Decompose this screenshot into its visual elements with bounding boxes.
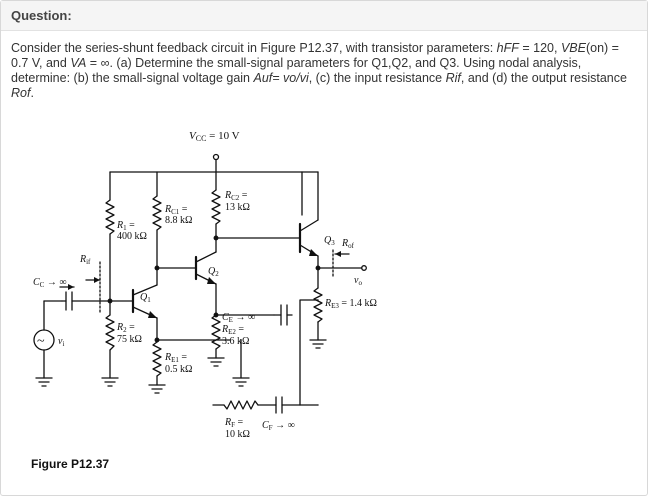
question-text-part: , (c) the input resistance — [308, 71, 446, 85]
vbe-symbol: VBE — [560, 41, 586, 55]
auf-symbol: Auf= vo/vi — [253, 71, 309, 85]
r1-resistor — [105, 199, 115, 235]
rof-label: Rof — [341, 238, 355, 250]
re2-resistor — [211, 314, 221, 350]
re1-label: RE1 = — [164, 352, 187, 364]
question-header-title: Question: — [11, 8, 72, 23]
re1-resistor — [152, 341, 162, 377]
cf-label: CF → ∞ — [262, 420, 295, 432]
rf-label: RF = — [224, 417, 244, 429]
ce-label: CE → ∞ — [222, 312, 255, 324]
question-text-part: = 120, — [518, 41, 561, 55]
q2-label: Q2 — [208, 266, 219, 278]
vo-terminal — [361, 265, 367, 271]
re1-value: 0.5 kΩ — [165, 364, 192, 375]
re3-resistor — [313, 287, 323, 323]
rif-label: Rif — [79, 254, 91, 266]
question-text-part: . — [30, 86, 34, 100]
question-text-part: (on) = 0.7 V, and — [11, 41, 619, 70]
r2-resistor — [105, 314, 115, 351]
figure-caption: Figure P12.37 — [31, 457, 110, 471]
rc1-value: 8.8 kΩ — [165, 215, 192, 226]
rc2-value: 13 kΩ — [225, 202, 250, 213]
rc2-label: RC2 = — [224, 190, 248, 202]
re3-label: RE3 = 1.4 kΩ — [324, 298, 377, 310]
cc-label: CC → ∞ — [33, 277, 66, 289]
r1-value: 400 kΩ — [117, 231, 147, 242]
re2-label: RE2 = — [221, 324, 244, 336]
rf-value: 10 kΩ — [225, 429, 250, 440]
vo-label: vo — [354, 275, 362, 287]
hfe-symbol: hFF — [496, 41, 519, 55]
question-text-part: = ∞. (a) Determine the small-signal para… — [11, 56, 582, 85]
circuit-diagram: ~ VCC = 10 V RC2 = 13 kΩ RC1 = 8.8 kΩ R1… — [33, 130, 377, 440]
vcc-label: VCC = 10 V — [189, 130, 240, 143]
rc1-resistor — [152, 195, 162, 231]
rof-symbol: Rof — [11, 86, 31, 100]
rc1-label: RC1 = — [164, 204, 188, 216]
q3-label: Q3 — [324, 235, 335, 247]
va-symbol: VA — [70, 56, 87, 70]
r1-label: R1 = — [116, 220, 135, 232]
vi-label: vi — [58, 336, 64, 348]
question-text-part: Consider the series-shunt feedback circu… — [11, 41, 497, 55]
r2-label: R2 = — [116, 322, 135, 334]
question-text-part: , and (d) the output resistance — [460, 71, 627, 85]
rif-symbol: Rif — [445, 71, 461, 85]
question-header: Question: — [1, 1, 647, 31]
vcc-terminal — [212, 153, 220, 161]
re2-value: 3.6 kΩ — [222, 336, 249, 347]
svg-text:~: ~ — [37, 334, 45, 349]
q1-label: Q1 — [140, 292, 151, 304]
rf-resistor — [223, 400, 259, 410]
r2-value: 75 kΩ — [117, 334, 142, 345]
question-text: Consider the series-shunt feedback circu… — [11, 41, 631, 101]
rc2-resistor — [211, 189, 221, 225]
